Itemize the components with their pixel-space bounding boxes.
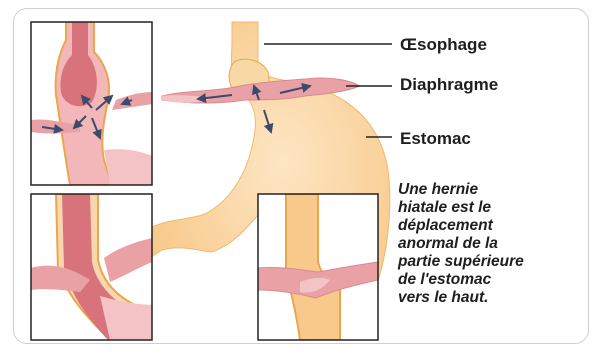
label-diaphragme: Diaphragme [400,75,498,95]
inset-top-left [31,22,152,185]
inset-bottom-left [31,194,152,340]
caption-line: de l'estomac [398,271,588,289]
caption-line: déplacement [398,217,588,235]
caption-line: anormal de la [398,235,588,253]
caption-line: partie supérieure [398,253,588,271]
caption-line: Une hernie [398,181,588,199]
caption-line: hiatale est le [398,199,588,217]
label-oesophage: Œsophage [400,35,487,55]
inset-bottom-right [258,194,378,340]
caption-line: vers le haut. [398,289,588,307]
caption: Une hernie hiatale est le déplacement an… [398,181,588,307]
label-estomac: Estomac [400,129,471,149]
